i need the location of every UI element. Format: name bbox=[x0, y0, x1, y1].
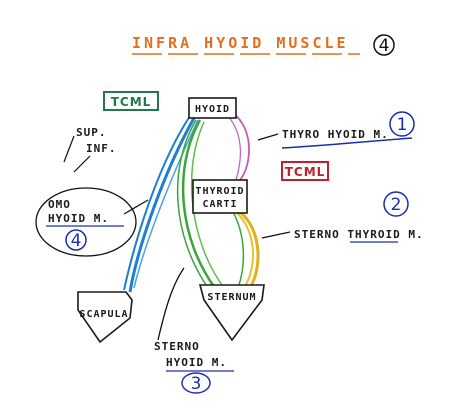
hyoid-bone bbox=[188, 97, 237, 119]
thyrohyoid-pointer bbox=[257, 133, 279, 141]
sternothyroid-edge bbox=[231, 209, 245, 289]
sup-label: SUP. bbox=[76, 126, 107, 139]
sternum-bone bbox=[198, 284, 265, 342]
inf-pointer bbox=[73, 155, 91, 173]
omohyoid-muscle-1 bbox=[128, 117, 196, 293]
sternohyoid-muscle-1 bbox=[181, 119, 217, 289]
thyroid-label-2: CARTI bbox=[202, 199, 237, 210]
sternohyoid-muscle-2 bbox=[176, 119, 209, 289]
thyrohyoid-underline bbox=[281, 137, 413, 149]
thyroid-label-1: THYROID bbox=[195, 186, 244, 197]
title-number: 4 bbox=[379, 36, 390, 56]
thyrohyoid-label: THYRO HYOID M. bbox=[282, 128, 389, 141]
omohyoid-muscle-3 bbox=[133, 119, 199, 289]
tcml-tag-right: TCML bbox=[285, 165, 326, 179]
scapula-label: SCAPULA bbox=[79, 309, 128, 320]
omohyoid-muscle-2 bbox=[123, 115, 191, 291]
sup-pointer bbox=[63, 135, 75, 163]
sternothyroid-number-circle bbox=[383, 191, 409, 217]
omohyoid-number: 4 bbox=[71, 231, 82, 251]
omohyoid-label-2: HYOID M. bbox=[48, 212, 109, 225]
title-number-circle bbox=[373, 34, 395, 56]
sternothyroid-label: STERNO THYROID M. bbox=[294, 228, 424, 241]
scapula-bone bbox=[77, 291, 133, 344]
thyrohyoid-muscle-2 bbox=[227, 115, 242, 181]
sternohyoid-label-1: STERNO bbox=[154, 340, 200, 353]
hyoid-label: HYOID bbox=[195, 104, 230, 115]
omohyoid-pointer bbox=[123, 199, 149, 215]
thyrohyoid-muscle-1 bbox=[233, 113, 250, 181]
inf-label: INF. bbox=[86, 142, 117, 155]
sternothyroid-muscle-1 bbox=[239, 210, 260, 289]
sternothyroid-number: 2 bbox=[391, 195, 402, 215]
omohyoid-label-ellipse bbox=[35, 187, 137, 257]
sternohyoid-label-2: HYOID M. bbox=[166, 356, 227, 369]
omohyoid-number-circle bbox=[65, 229, 87, 251]
sternohyoid-number: 3 bbox=[191, 374, 202, 394]
thyroid-cartilage bbox=[192, 179, 248, 214]
tcml-tag-left-box bbox=[103, 91, 159, 111]
tcml-tag-left: TCML bbox=[111, 95, 152, 109]
tcml-tag-right-box bbox=[281, 161, 329, 181]
sternohyoid-pointer bbox=[157, 267, 185, 341]
sternum-label: STERNUM bbox=[207, 292, 256, 303]
omohyoid-label-1: OMO bbox=[48, 198, 71, 211]
thyrohyoid-number-circle bbox=[389, 111, 415, 137]
thyrohyoid-number: 1 bbox=[397, 115, 408, 135]
title: INFRA HYOID MUSCLE bbox=[132, 34, 349, 52]
sternothyroid-pointer bbox=[261, 231, 291, 239]
sternothyroid-muscle-2 bbox=[235, 211, 254, 289]
sternohyoid-number-circle bbox=[181, 372, 211, 394]
